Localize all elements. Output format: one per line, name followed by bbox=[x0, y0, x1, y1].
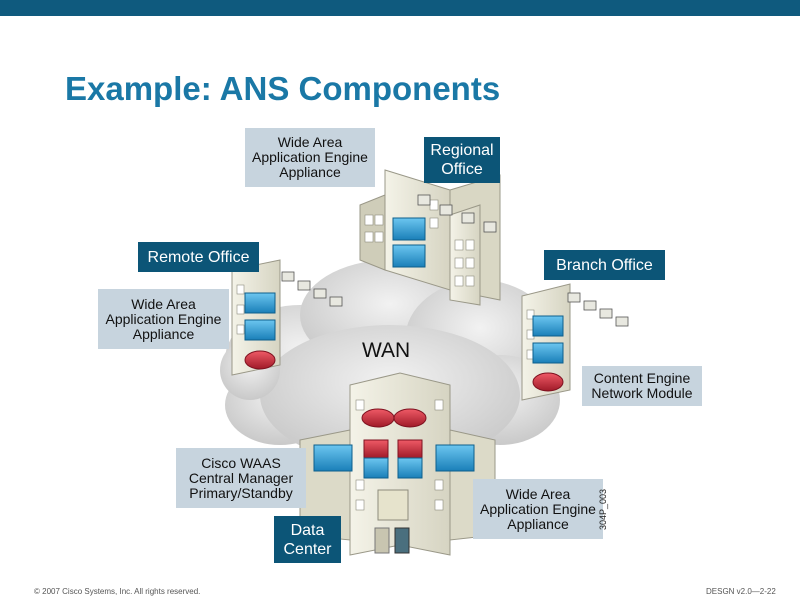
data-center-building bbox=[299, 372, 496, 556]
footer-copyright: © 2007 Cisco Systems, Inc. All rights re… bbox=[34, 587, 201, 596]
label-waae-left: Wide Area Application Engine Appliance bbox=[98, 289, 229, 349]
label-remote-office: Remote Office bbox=[138, 242, 259, 272]
label-branch-office: Branch Office bbox=[544, 250, 665, 280]
remote-office-building bbox=[231, 259, 343, 376]
label-regional-office: Regional Office bbox=[424, 137, 500, 183]
label-waae-bottom: Wide Area Application Engine Appliance bbox=[473, 479, 603, 539]
footer-course: DESGN v2.0—2-22 bbox=[706, 587, 776, 596]
label-wan: WAN bbox=[362, 339, 411, 362]
branch-office-building bbox=[521, 283, 629, 401]
label-waae-top: Wide Area Application Engine Appliance bbox=[245, 128, 375, 187]
label-cisco-waas: Cisco WAAS Central Manager Primary/Stand… bbox=[176, 448, 306, 508]
figure-id: 304P_003 bbox=[598, 488, 608, 530]
label-data-center: Data Center bbox=[274, 516, 341, 563]
regional-office-building bbox=[359, 169, 501, 306]
header-bar bbox=[0, 0, 800, 16]
slide-title: Example: ANS Components bbox=[65, 70, 501, 107]
label-content-engine: Content Engine Network Module bbox=[582, 366, 702, 406]
